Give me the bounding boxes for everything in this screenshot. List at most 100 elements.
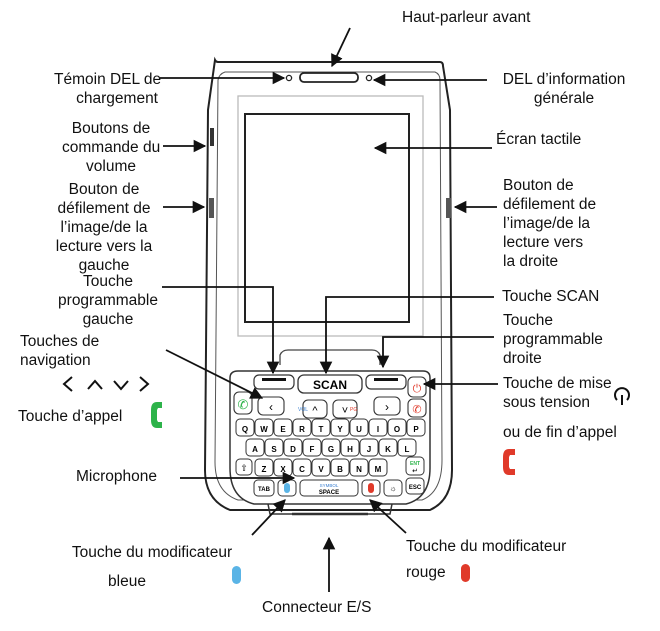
info-led bbox=[365, 74, 373, 82]
vol-label: VOL bbox=[298, 407, 308, 413]
key-l bbox=[397, 438, 417, 457]
scan-key bbox=[297, 374, 363, 394]
key-n bbox=[349, 458, 369, 477]
soft-key-right bbox=[365, 374, 407, 390]
scroll-left-side-button bbox=[209, 198, 214, 218]
phone-red-icon: ✆ bbox=[412, 404, 421, 416]
svg-text:TAB: TAB bbox=[258, 487, 271, 493]
key-t bbox=[311, 418, 331, 437]
tab-key bbox=[253, 479, 275, 497]
pg-label: PG bbox=[350, 407, 357, 413]
svg-text:ESC: ESC bbox=[409, 485, 422, 491]
blue-pill-icon bbox=[232, 566, 241, 584]
label-microphone: Microphone bbox=[76, 468, 157, 485]
charge-led bbox=[285, 74, 293, 82]
key-g bbox=[321, 438, 341, 457]
label-front-speaker: Haut-parleur avant bbox=[402, 9, 531, 26]
key-z bbox=[254, 458, 274, 477]
nav-up-key bbox=[302, 399, 328, 419]
soft-key-left bbox=[253, 374, 295, 390]
svg-text:‹: ‹ bbox=[269, 400, 273, 414]
key-d bbox=[283, 438, 303, 457]
space-key bbox=[299, 479, 359, 497]
key-v bbox=[311, 458, 331, 477]
key-label-z: Z bbox=[262, 465, 267, 474]
key-s bbox=[264, 438, 284, 457]
key-label-v: V bbox=[318, 465, 324, 474]
key-j bbox=[359, 438, 379, 457]
call-key bbox=[233, 391, 253, 415]
key-label-t: T bbox=[319, 425, 324, 434]
power-icon: ⏻ bbox=[413, 383, 422, 395]
key-label-m: M bbox=[375, 465, 382, 474]
phone-green-icon: ✆ bbox=[238, 397, 249, 412]
enter-key bbox=[405, 456, 425, 476]
key-label-c: C bbox=[299, 465, 305, 474]
esc-key bbox=[405, 477, 425, 495]
key-c bbox=[292, 458, 312, 477]
key-label-o: O bbox=[394, 425, 400, 434]
key-b bbox=[330, 458, 350, 477]
volume-side-button bbox=[210, 128, 214, 146]
power-icon bbox=[614, 387, 630, 405]
key-label-i: I bbox=[377, 425, 379, 434]
key-label-k: K bbox=[385, 445, 391, 454]
svg-text:☼: ☼ bbox=[389, 484, 396, 493]
shift-key bbox=[235, 458, 253, 476]
key-p bbox=[406, 418, 426, 437]
svg-text:⇧: ⇧ bbox=[240, 463, 248, 473]
key-q bbox=[235, 418, 255, 437]
label-call-key: Touche d’appel bbox=[18, 408, 123, 425]
key-label-e: E bbox=[280, 425, 286, 434]
key-label-d: D bbox=[290, 445, 296, 454]
key-o bbox=[387, 418, 407, 437]
key-w bbox=[254, 418, 274, 437]
key-k bbox=[378, 438, 398, 457]
leader-lines bbox=[160, 27, 498, 592]
key-label-x: X bbox=[280, 465, 286, 474]
svg-text:›: › bbox=[385, 400, 389, 414]
key-u bbox=[349, 418, 369, 437]
key-label-a: A bbox=[252, 445, 258, 454]
svg-text:ENT: ENT bbox=[410, 461, 420, 467]
speaker-slot bbox=[299, 72, 359, 83]
key-label-h: H bbox=[347, 445, 353, 454]
key-label-p: P bbox=[413, 425, 419, 434]
svg-text:↵: ↵ bbox=[412, 468, 418, 475]
scan-key-label: SCAN bbox=[313, 378, 347, 392]
key-f bbox=[302, 438, 322, 457]
key-label-f: F bbox=[310, 445, 315, 454]
key-y bbox=[330, 418, 350, 437]
end-call-key bbox=[407, 398, 427, 418]
key-label-s: S bbox=[271, 445, 277, 454]
key-i bbox=[368, 418, 388, 437]
key-label-b: B bbox=[337, 465, 343, 474]
key-h bbox=[340, 438, 360, 457]
key-label-y: Y bbox=[337, 425, 343, 434]
touch-screen bbox=[244, 113, 410, 323]
phone-red-icon bbox=[503, 449, 515, 475]
nav-right-key bbox=[373, 396, 401, 416]
svg-text:^: ^ bbox=[312, 405, 318, 417]
key-m bbox=[368, 458, 388, 477]
phone-green-icon bbox=[151, 402, 162, 428]
key-label-j: J bbox=[367, 445, 371, 454]
key-r bbox=[292, 418, 312, 437]
nav-left-key bbox=[257, 396, 285, 416]
key-label-n: N bbox=[356, 465, 362, 474]
key-label-g: G bbox=[328, 445, 334, 454]
